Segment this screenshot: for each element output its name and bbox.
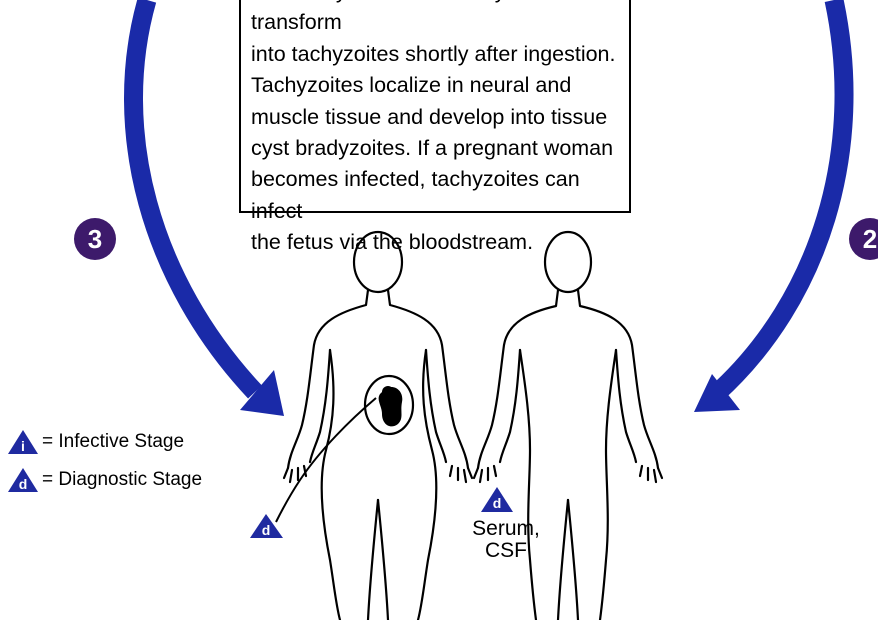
right-arrow xyxy=(694,0,844,412)
specimen-csf: CSF xyxy=(436,540,576,562)
description-line: into tachyzoites shortly after ingestion… xyxy=(251,39,619,70)
description-line: Both oocysts and tissue cysts transform xyxy=(251,0,619,39)
description-line: cyst bradyzoites. If a pregnant woman xyxy=(251,133,619,164)
svg-text:i: i xyxy=(21,438,25,454)
diagnostic-stage-label: = Diagnostic Stage xyxy=(42,469,202,491)
serum-marker-letter: d xyxy=(493,495,502,511)
legend-infective: i = Infective Stage xyxy=(8,427,184,457)
step-2-number: 2 xyxy=(863,224,877,254)
description-line: muscle tissue and develop into tissue xyxy=(251,102,619,133)
svg-text:d: d xyxy=(19,476,28,492)
infective-stage-label: = Infective Stage xyxy=(42,431,184,453)
description-box: Both oocysts and tissue cysts transform … xyxy=(239,0,631,213)
description-line: Tachyzoites localize in neural and xyxy=(251,70,619,101)
fetus-icon xyxy=(379,386,403,426)
specimen-serum: Serum, xyxy=(436,518,576,540)
serum-diagnostic-marker: d xyxy=(481,487,513,512)
legend-diagnostic: d = Diagnostic Stage xyxy=(8,465,202,495)
infective-stage-icon: i xyxy=(8,429,38,455)
diagnostic-stage-icon: d xyxy=(8,467,38,493)
specimen-label: Serum, CSF xyxy=(436,518,576,562)
placenta-pointer-line xyxy=(276,398,376,522)
step-3-number: 3 xyxy=(88,224,102,254)
description-line: the fetus via the bloodstream. xyxy=(251,227,619,258)
step-3-marker: 3 xyxy=(74,218,116,260)
step-2-marker: 2 xyxy=(849,218,878,260)
fetus-marker-letter: d xyxy=(262,522,271,538)
description-line: becomes infected, tachyzoites can infect xyxy=(251,164,619,227)
